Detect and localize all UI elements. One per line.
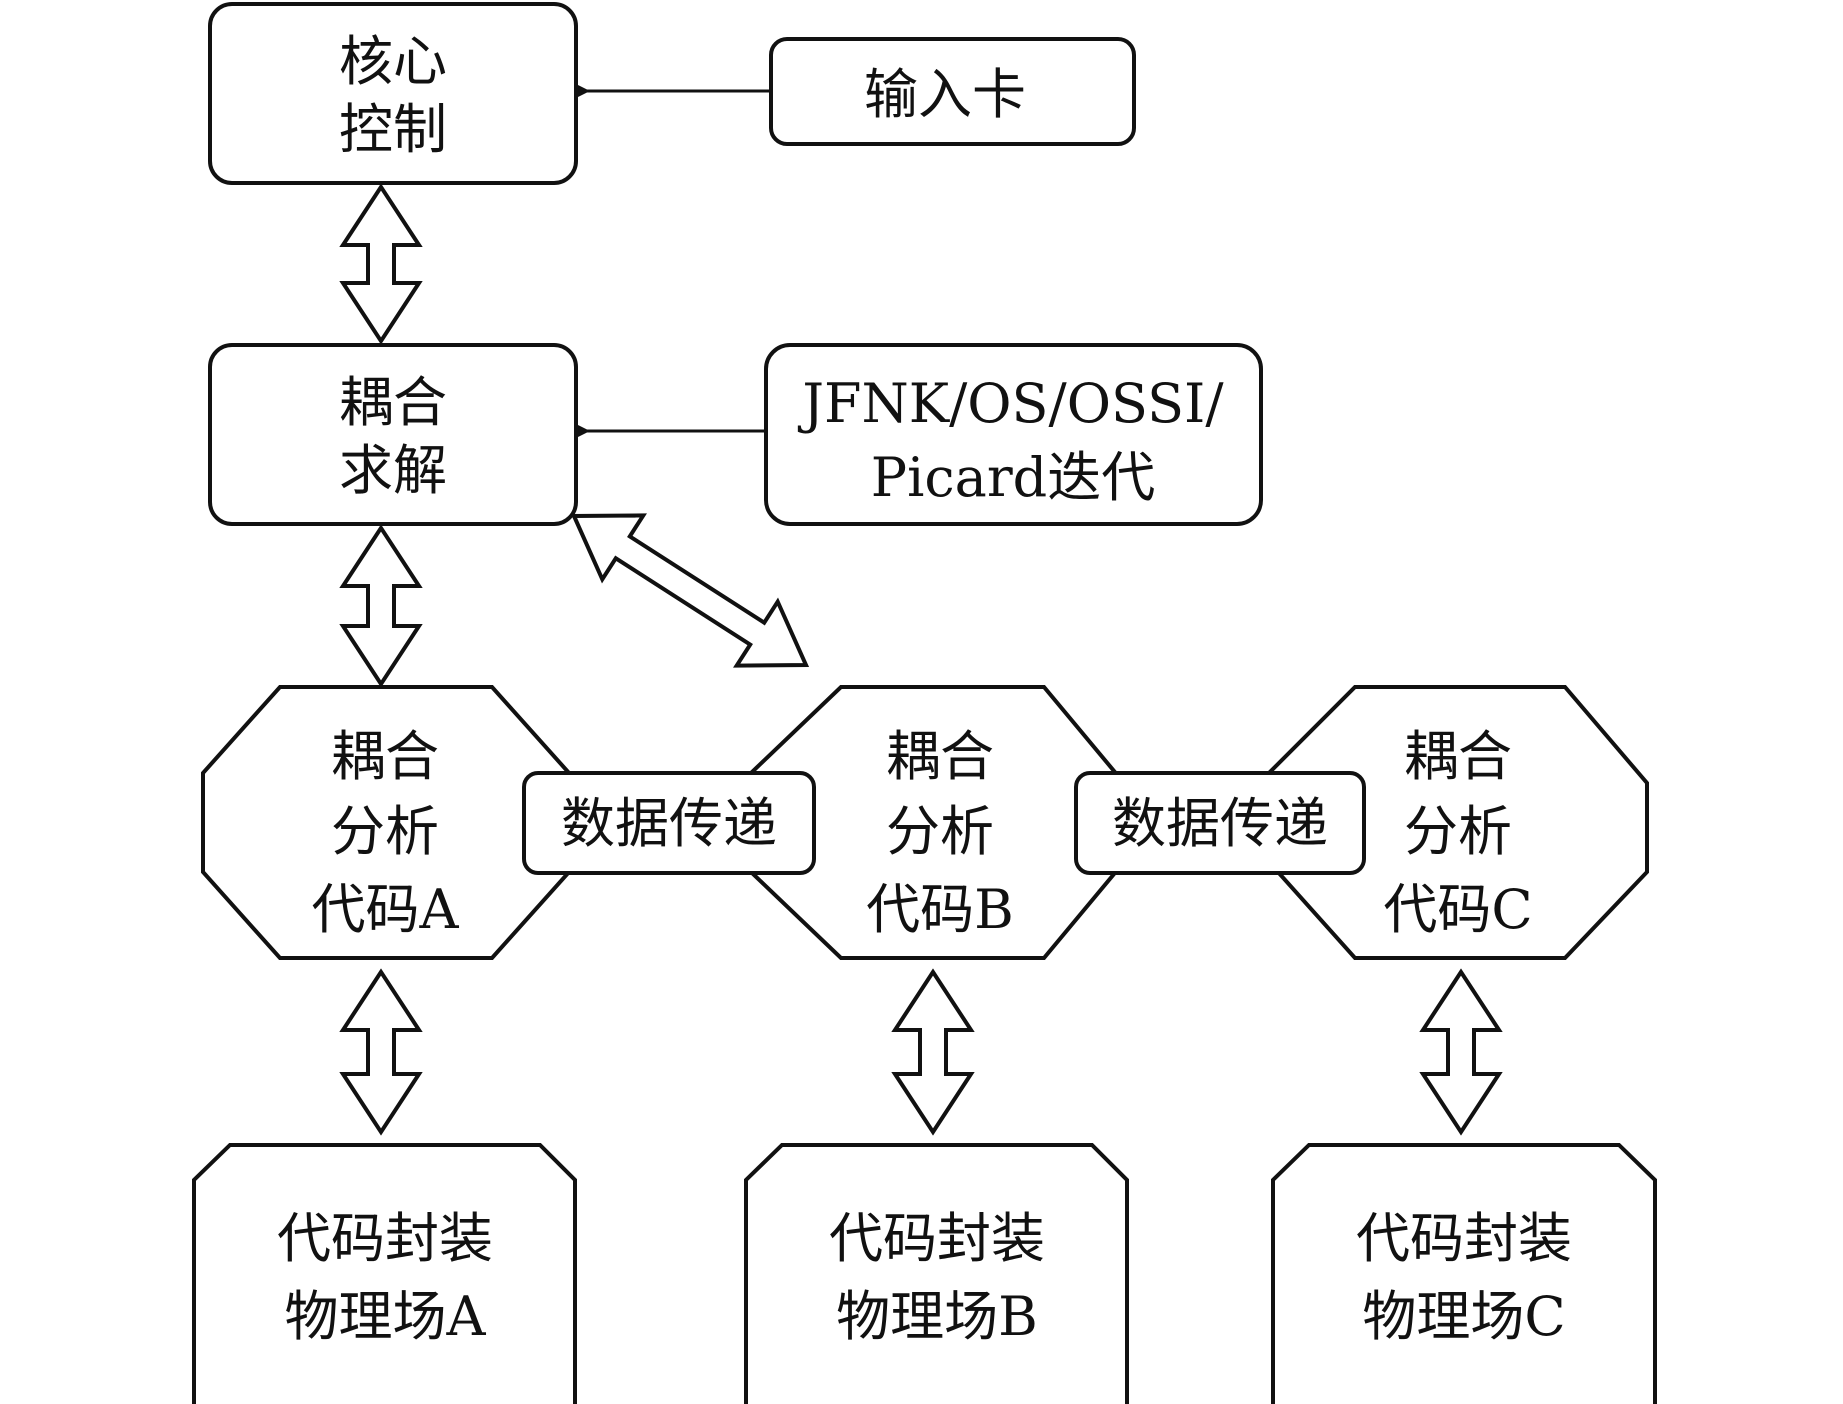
physics-wrapper-a-label-1: 代码封装 bbox=[277, 1207, 493, 1270]
physics-wrapper-b-label-1: 代码封装 bbox=[829, 1207, 1045, 1270]
solver-code-a-double-arrow bbox=[339, 524, 423, 688]
physics-wrapper-c-label-1: 代码封装 bbox=[1356, 1207, 1572, 1270]
analysis-code-a-label-1: 耦合 bbox=[331, 725, 439, 788]
coupling-solver-node: 耦合 求解 bbox=[208, 343, 578, 526]
analysis-code-a-label-2: 分析 bbox=[331, 800, 439, 863]
analysis-code-a-node: 耦合 分析 代码A bbox=[201, 685, 580, 960]
core-control-node: 核心 控制 bbox=[208, 2, 578, 185]
solver-code-b-double-arrow bbox=[570, 513, 810, 668]
analysis-code-c-node: 耦合 分析 代码C bbox=[1267, 685, 1649, 960]
data-transfer-ab-label: 数据传递 bbox=[561, 792, 777, 855]
physics-wrapper-a-node: 代码封装 物理场A bbox=[192, 1143, 577, 1404]
analysis-code-a-label-3: 代码A bbox=[312, 878, 460, 941]
data-transfer-ab-node: 数据传递 bbox=[522, 771, 816, 875]
data-transfer-bc-label: 数据传递 bbox=[1112, 792, 1328, 855]
coupling-solver-label-2: 求解 bbox=[339, 439, 447, 502]
core-control-label-2: 控制 bbox=[339, 98, 447, 161]
physics-wrapper-b-node: 代码封装 物理场B bbox=[744, 1143, 1129, 1404]
iteration-methods-node: JFNK/OS/OSSI/ Picard迭代 bbox=[764, 343, 1263, 526]
physics-wrapper-c-label-2: 物理场C bbox=[1362, 1285, 1565, 1348]
core-control-label-1: 核心 bbox=[339, 30, 447, 93]
analysis-code-c-label-1: 耦合 bbox=[1404, 725, 1512, 788]
physics-wrapper-c-node: 代码封装 物理场C bbox=[1271, 1143, 1657, 1404]
iteration-methods-label-1: JFNK/OS/OSSI/ bbox=[797, 372, 1224, 435]
analysis-code-b-label-1: 耦合 bbox=[886, 725, 994, 788]
analysis-code-b-node: 耦合 分析 代码B bbox=[749, 685, 1126, 960]
code-a-wrapper-a-double-arrow bbox=[339, 968, 423, 1136]
analysis-code-c-label-3: 代码C bbox=[1383, 878, 1532, 941]
data-transfer-bc-node: 数据传递 bbox=[1074, 771, 1366, 875]
core-solver-double-arrow bbox=[339, 183, 423, 345]
analysis-code-c-label-2: 分析 bbox=[1404, 800, 1512, 863]
coupling-solver-label-1: 耦合 bbox=[339, 371, 447, 434]
physics-wrapper-a-label-2: 物理场A bbox=[285, 1285, 487, 1348]
analysis-code-b-label-2: 分析 bbox=[886, 800, 994, 863]
analysis-code-b-label-3: 代码B bbox=[866, 878, 1014, 941]
physics-wrapper-b-label-2: 物理场B bbox=[836, 1285, 1038, 1348]
code-b-wrapper-b-double-arrow bbox=[891, 968, 975, 1136]
code-c-wrapper-c-double-arrow bbox=[1419, 968, 1503, 1136]
input-card-node: 输入卡 bbox=[769, 37, 1136, 146]
input-card-label: 输入卡 bbox=[864, 63, 1026, 126]
iteration-methods-label-2: Picard迭代 bbox=[871, 446, 1155, 509]
